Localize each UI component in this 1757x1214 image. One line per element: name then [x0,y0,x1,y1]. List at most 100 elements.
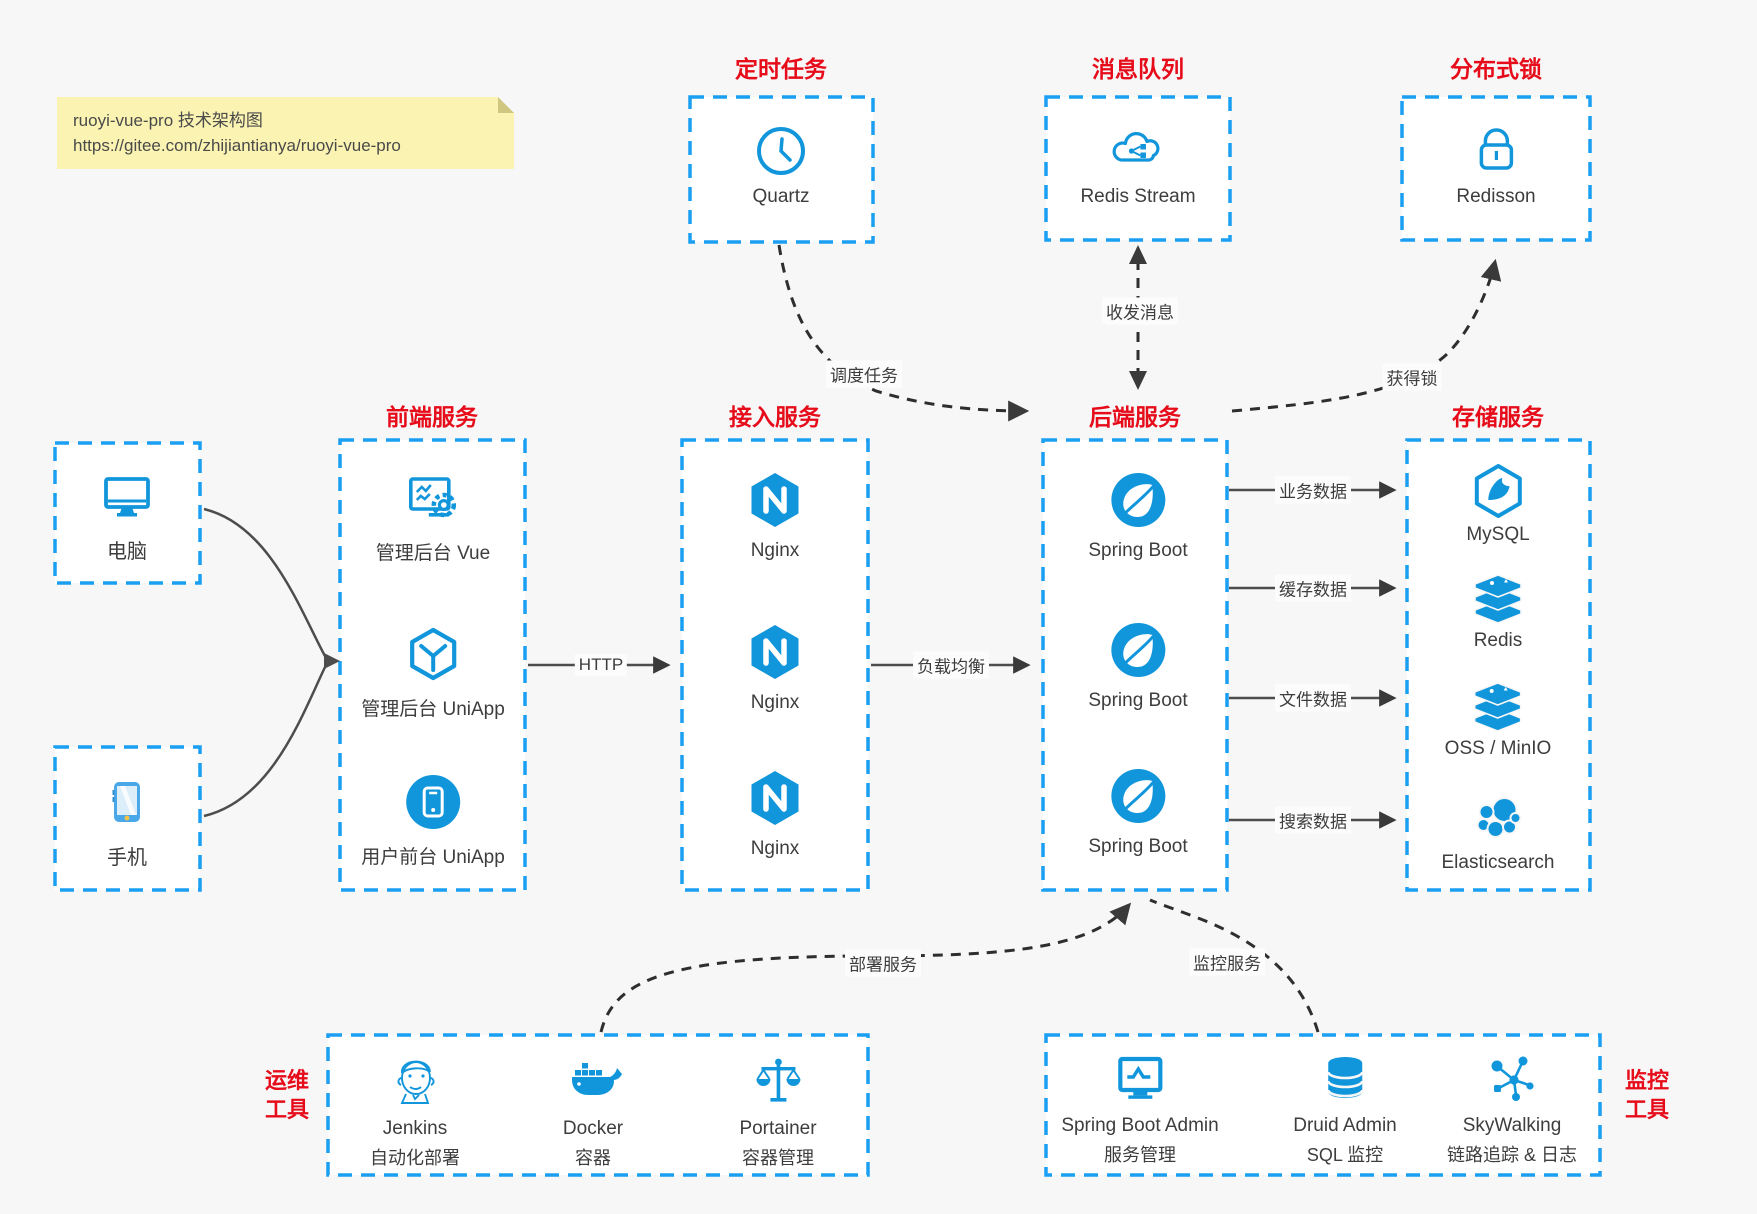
nginx-icon [751,625,799,679]
message-down-arrowhead [1129,371,1147,390]
edge-label-business-data: 业务数据 [1275,476,1351,504]
node-jenkins: Jenkins 自动化部署 [370,1050,460,1170]
node-label: Spring Boot [1088,540,1188,561]
title-frontend: 前端服务 [386,404,478,430]
node-label: Nginx [750,692,800,713]
springboot-icon [1110,623,1165,677]
elasticsearch-icon [1476,797,1521,838]
redis-stream-box [1044,95,1232,242]
clock-icon [757,127,805,175]
title-gateway: 接入服务 [729,404,821,430]
tool-desc: 服务管理 [1104,1145,1176,1165]
node-user-uniapp: 用户前台 UniApp [361,772,505,869]
title-backend: 后端服务 [1089,404,1181,430]
jenkins-icon [397,1060,435,1104]
node-elasticsearch: Elasticsearch [1442,790,1555,874]
tool-name: Spring Boot Admin [1061,1115,1219,1136]
edge-phone-to-frontend [203,664,328,818]
monitoring-title-line2: 工具 [1624,1097,1669,1122]
monitoring-title-line1: 监控 [1624,1068,1669,1093]
devops-box [326,1033,870,1177]
tool-name: Portainer [739,1118,817,1139]
title-monitoring-tools: 监控 工具 [1612,1066,1682,1124]
node-label: Quartz [752,186,810,207]
docker-icon [572,1063,622,1095]
mysql-icon [1474,464,1522,518]
tool-name: Druid Admin [1293,1115,1397,1136]
node-label: OSS / MinIO [1444,738,1552,759]
computer-icon [104,477,150,517]
tool-name: Jenkins [382,1118,448,1139]
phone-icon [112,782,140,822]
redis-stack-icon [1474,574,1522,624]
edge-label-load-balance: 负载均衡 [913,651,989,679]
uniapp-cube-icon [409,627,457,681]
tool-name: SkyWalking [1462,1115,1562,1136]
devops-title-line1: 运维 [264,1068,309,1093]
tool-name: Docker [562,1118,624,1139]
node-mysql: MySQL [1466,462,1530,546]
user-uniapp-icon [405,775,460,829]
node-springboot-1: Spring Boot [1088,470,1188,562]
node-portainer: Portainer 容器管理 [739,1050,817,1170]
node-computer: 电脑 [98,467,156,564]
node-label: 管理后台 Vue [375,543,491,564]
edge-label-deploy-service: 部署服务 [845,949,921,977]
skywalking-network-icon [1491,1056,1534,1101]
tool-desc: 容器 [575,1148,611,1168]
nginx-icon [751,771,799,825]
edge-label-file-data: 文件数据 [1275,684,1351,712]
node-redis-stream: Redis Stream [1080,122,1196,208]
sticky-note: ruoyi-vue-pro 技术架构图 https://gitee.com/zh… [57,97,514,169]
tool-desc: SQL 监控 [1306,1145,1384,1165]
node-label: 电脑 [107,541,147,563]
node-nginx-1: Nginx [745,470,805,562]
node-label: Redis [1473,630,1523,651]
node-label: Spring Boot [1088,690,1188,711]
edge-monitor-service [1149,898,1320,1033]
springboot-admin-icon [1117,1056,1163,1099]
node-oss-minio: OSS / MinIO [1444,676,1552,760]
node-label: Nginx [750,540,800,561]
title-message-queue: 消息队列 [1092,56,1184,82]
tool-desc: 链路追踪 & 日志 [1446,1145,1578,1165]
springboot-icon [1110,473,1165,527]
edge-label-acquire-lock: 获得锁 [1382,363,1442,391]
edge-label-send-receive-message: 收发消息 [1102,297,1178,325]
quartz-box [688,95,875,244]
edge-label-cache-data: 缓存数据 [1275,574,1351,602]
edge-label-http: HTTP [574,654,628,676]
node-admin-uniapp: 管理后台 UniApp [361,624,505,721]
message-up-arrowhead [1129,245,1147,264]
title-distributed-lock: 分布式锁 [1450,56,1542,82]
node-phone: 手机 [98,773,156,870]
devops-title-line2: 工具 [264,1097,309,1122]
edge-computer-to-frontend [203,507,328,659]
node-redis: Redis [1469,568,1527,652]
edge-label-schedule-task: 调度任务 [826,360,902,388]
node-label: MySQL [1466,524,1530,545]
node-label: 管理后台 UniApp [361,699,505,720]
title-devops-tools: 运维 工具 [252,1066,322,1124]
node-skywalking: SkyWalking 链路追踪 & 日志 [1447,1047,1577,1167]
node-nginx-3: Nginx [745,768,805,860]
node-springboot-admin: Spring Boot Admin 服务管理 [1061,1047,1219,1167]
springboot-icon [1110,769,1165,823]
tool-desc: 容器管理 [741,1148,814,1168]
edge-label-monitor-service: 监控服务 [1189,948,1265,976]
edge-deploy-service [599,902,1132,1033]
title-storage: 存储服务 [1452,404,1544,430]
node-label: Spring Boot [1088,836,1188,857]
node-druid-admin: Druid Admin SQL 监控 [1293,1047,1397,1167]
tool-desc: 自动化部署 [370,1148,460,1168]
title-scheduled-task: 定时任务 [735,56,827,82]
node-quartz: Quartz [752,122,810,208]
node-label: 手机 [107,847,147,869]
node-label: Nginx [750,838,800,859]
lock-icon [1479,128,1513,170]
node-docker: Docker 容器 [562,1050,624,1170]
oss-minio-stack-icon [1474,682,1522,732]
admin-vue-icon [409,477,457,518]
